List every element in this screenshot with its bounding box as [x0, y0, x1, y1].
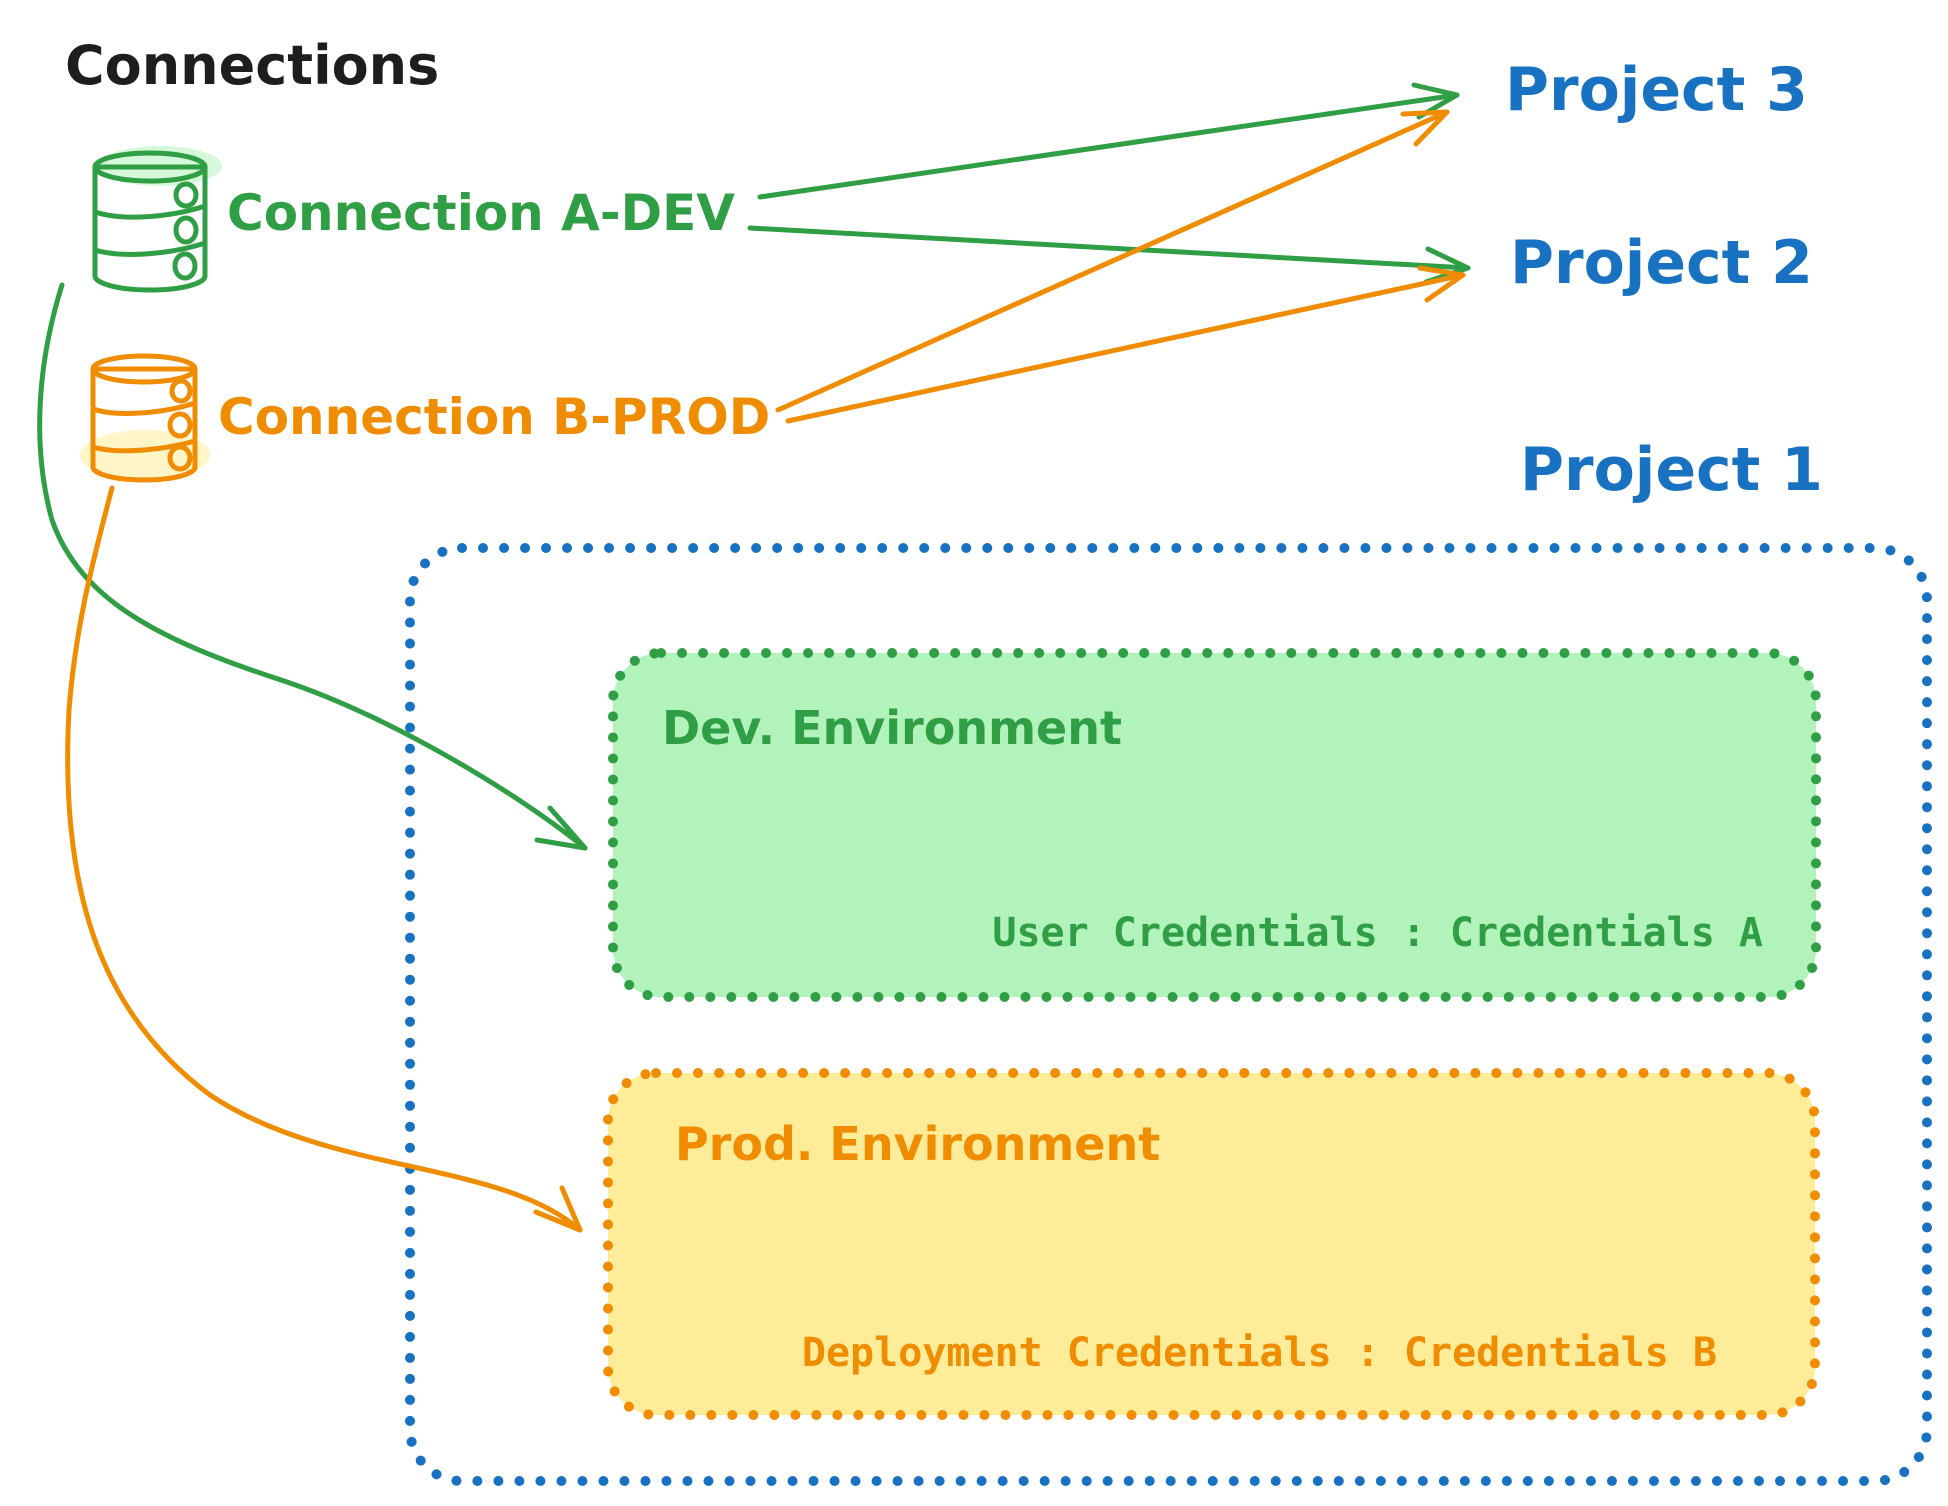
- arrow-b-prod-to-prod-environment: [65, 485, 583, 1233]
- connection-b-prod-label: Connection B-PROD: [218, 388, 770, 446]
- arrow-b-prod-to-project-3: [775, 109, 1450, 413]
- arrow-a-dev-to-dev-environment: [37, 282, 588, 851]
- prod-environment-box: [603, 1068, 1820, 1420]
- connection-a-dev-label: Connection A-DEV: [227, 184, 735, 242]
- diagram-title: Connections: [65, 34, 439, 97]
- project-1-box: [405, 543, 1932, 1486]
- dev-environment-credentials: User Credentials : Credentials A: [992, 910, 1763, 956]
- project-1-label: Project 1: [1520, 435, 1823, 505]
- prod-environment-credentials: Deployment Credentials : Credentials B: [802, 1330, 1717, 1376]
- project-3-label: Project 3: [1505, 55, 1808, 125]
- project-2-label: Project 2: [1510, 228, 1813, 298]
- arrow-b-prod-to-project-2: [785, 265, 1466, 424]
- database-icon-b-prod: [80, 353, 210, 483]
- database-icon-a-dev: [92, 146, 222, 293]
- arrow-a-dev-to-project-3: [757, 82, 1460, 200]
- prod-environment-title: Prod. Environment: [675, 1117, 1160, 1171]
- arrow-a-dev-to-project-2: [747, 225, 1471, 285]
- dev-environment-box: [608, 648, 1821, 1002]
- dev-environment-title: Dev. Environment: [662, 701, 1122, 755]
